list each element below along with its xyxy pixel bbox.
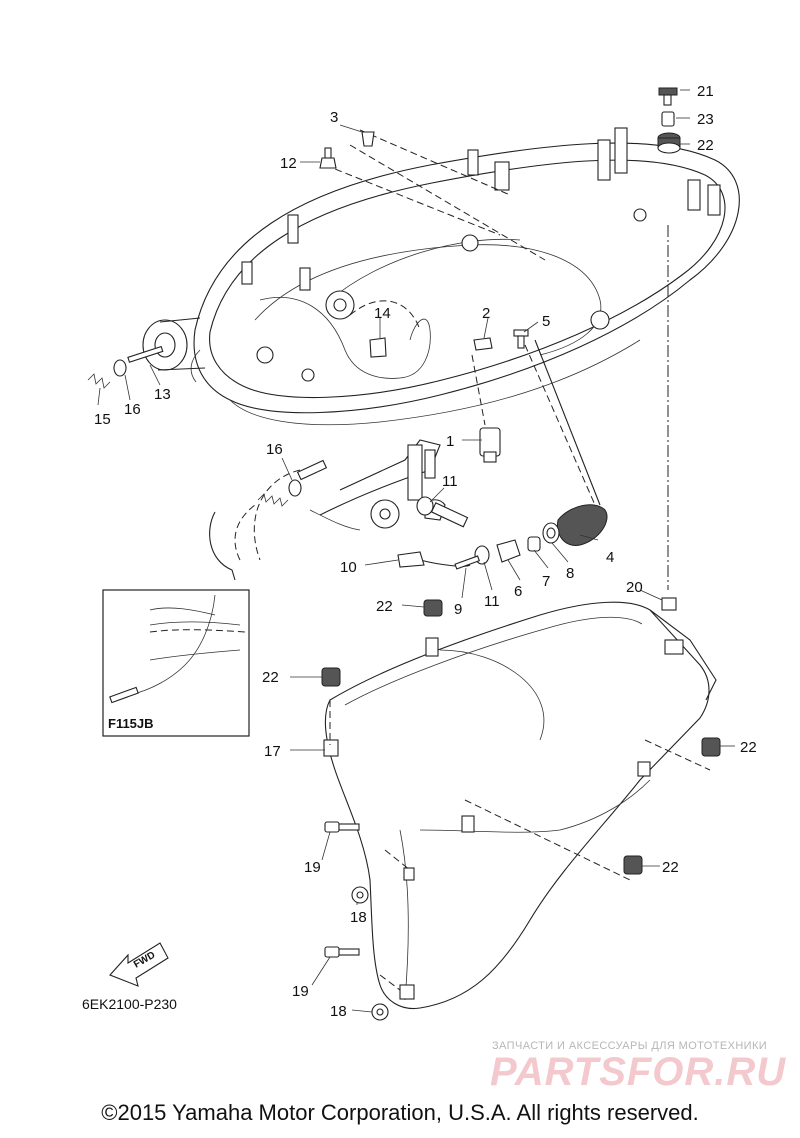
callout-19-upper: 19 xyxy=(304,859,321,876)
parts xyxy=(87,87,721,1021)
callout-17: 17 xyxy=(264,743,281,760)
callout-leaders xyxy=(97,89,735,1013)
callout-9: 9 xyxy=(454,601,462,618)
callout-8: 8 xyxy=(566,565,574,582)
watermark-subtitle: ЗАПЧАСТИ И АКСЕССУАРЫ ДЛЯ МОТОТЕХНИКИ xyxy=(492,1040,768,1052)
callout-13: 13 xyxy=(154,386,171,403)
callout-4: 4 xyxy=(606,549,614,566)
callout-14: 14 xyxy=(374,305,391,322)
callout-18-lower: 18 xyxy=(330,1003,347,1020)
callout-1: 1 xyxy=(446,433,454,450)
callout-22-left: 22 xyxy=(262,669,279,686)
bottom-cowling-upper xyxy=(142,127,740,426)
fwd-arrow-icon: FWD xyxy=(109,942,169,987)
callout-23: 23 xyxy=(697,111,714,128)
callout-18-upper: 18 xyxy=(350,909,367,926)
leader-lines xyxy=(209,129,711,991)
drawing-code: 6EK2100-P230 xyxy=(82,996,177,1012)
callout-16-front: 16 xyxy=(124,401,141,418)
callout-10: 10 xyxy=(340,559,357,576)
callout-22-mid: 22 xyxy=(376,598,393,615)
callout-22-bottom: 22 xyxy=(662,859,679,876)
callout-5: 5 xyxy=(542,313,550,330)
copyright-notice: ©2015 Yamaha Motor Corporation, U.S.A. A… xyxy=(101,1100,699,1125)
callout-22-right: 22 xyxy=(740,739,757,756)
callout-12: 12 xyxy=(280,155,297,172)
inset-box xyxy=(102,589,250,737)
callout-numbers: 21 23 22 3 12 14 2 5 1 4 8 7 6 11 9 10 1… xyxy=(94,83,757,1020)
callout-15: 15 xyxy=(94,411,111,428)
callout-6: 6 xyxy=(514,583,522,600)
callout-7: 7 xyxy=(542,573,550,590)
callout-3: 3 xyxy=(330,109,338,126)
callout-20: 20 xyxy=(626,579,643,596)
inset-label: F115JB xyxy=(108,716,154,731)
callout-21: 21 xyxy=(697,83,714,100)
callout-2: 2 xyxy=(482,305,490,322)
watermark-logo: PARTSFOR.RU xyxy=(490,1050,787,1094)
callout-11-lower: 11 xyxy=(484,593,500,610)
callout-22-top: 22 xyxy=(697,137,714,154)
callout-11-upper: 11 xyxy=(442,473,458,490)
callout-16-mid: 16 xyxy=(266,441,283,458)
bottom-cowling-lower xyxy=(323,601,717,1010)
callout-19-lower: 19 xyxy=(292,983,309,1000)
